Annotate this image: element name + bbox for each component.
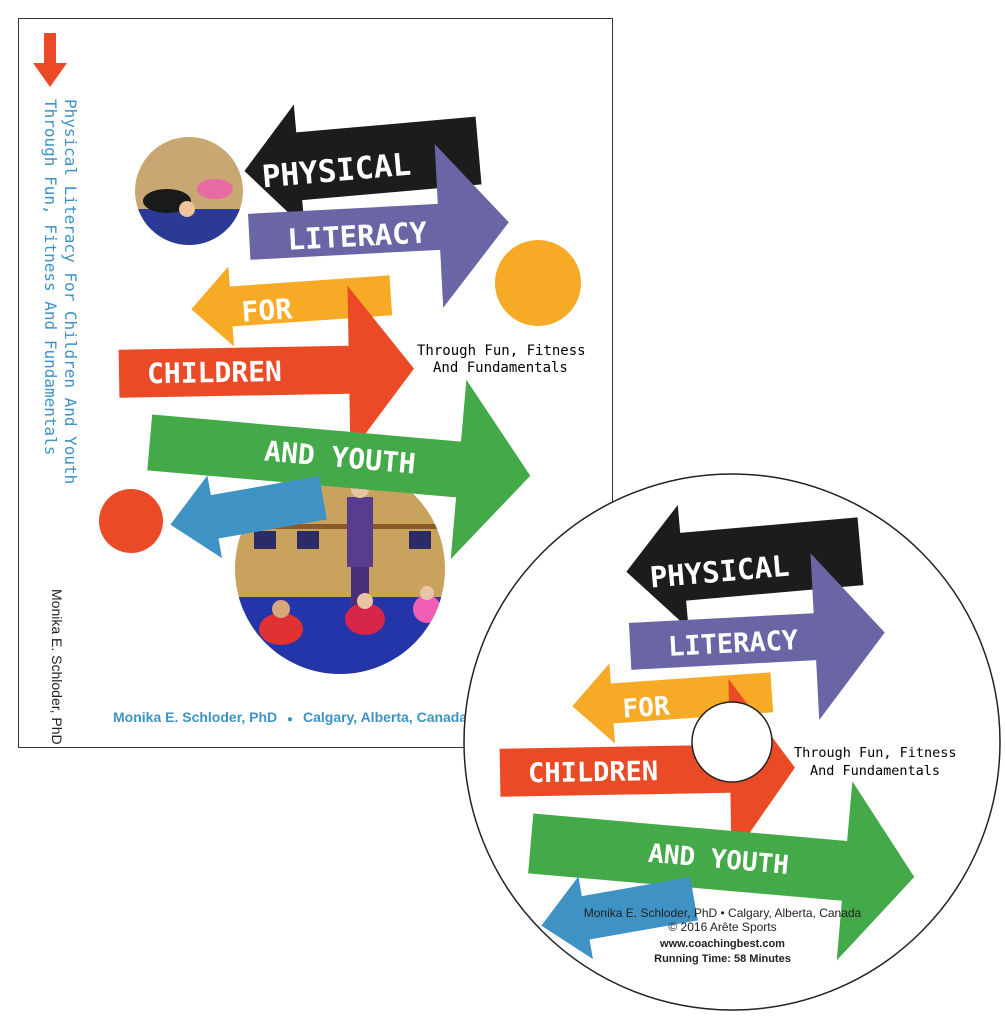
disc-subtitle-line2: And Fundamentals (810, 763, 940, 779)
arrow-and-youth (147, 379, 531, 560)
byline-author: Monika E. Schloder, PhD (113, 709, 278, 725)
disc-arrow-children (499, 678, 795, 859)
disc-copyright: © 2016 Arête Sports (668, 920, 777, 934)
disc-arrow-for (572, 663, 774, 744)
dvd-cover: Physical Literacy For Children And Youth… (18, 18, 613, 748)
arrow-label-children: CHILDREN (147, 355, 282, 390)
disc-arrow-and-youth (528, 781, 915, 961)
down-arrow-icon (33, 33, 67, 87)
cover-subtitle-line2: And Fundamentals (433, 360, 568, 376)
spine-author: Monika E. Schloder, PhD (49, 589, 65, 745)
spine-title-line2: Through Fun, Fitness And Fundamentals (41, 99, 60, 456)
disc-subtitle-line1: Through Fun, Fitness (794, 745, 957, 761)
disc-arrow-blue-left (541, 876, 698, 960)
photo-children-stretching (135, 137, 243, 245)
arrow-label-literacy: LITERACY (287, 215, 429, 256)
arrow-label-for: FOR (240, 292, 293, 328)
disc-arrow-label-for: FOR (622, 691, 671, 724)
arrow-children (118, 285, 414, 454)
byline-location: Calgary, Alberta, Canada (302, 709, 468, 725)
disc-arrow-label-literacy: LITERACY (667, 625, 799, 663)
arrow-physical (244, 104, 482, 228)
bullet-separator: ● (287, 714, 294, 725)
dvd-disc: PHYSICAL LITERACY FOR CHILDREN Through F… (463, 473, 1001, 1011)
spine-title-line1: Physical Literacy For Children And Youth (61, 99, 80, 485)
disc-credit-line: Monika E. Schloder, PhD • Calgary, Alber… (583, 906, 862, 920)
arrow-literacy (248, 143, 509, 308)
disc-center-hole (691, 701, 773, 783)
arrow-for (191, 266, 393, 347)
arrow-blue-left (170, 475, 327, 559)
cover-subtitle-line1: Through Fun, Fitness (417, 343, 586, 359)
cover-byline: Monika E. Schloder, PhD ● Calgary, Alber… (113, 709, 483, 725)
red-dot (99, 489, 163, 553)
disc-website: www.coachingbest.com (660, 938, 785, 950)
yellow-dot (495, 240, 581, 326)
cover-artwork: PHYSICAL LITERACY FOR CHILDREN Through F… (99, 104, 586, 674)
disc-arrow-literacy (628, 553, 885, 721)
disc-arrow-physical (626, 504, 864, 629)
disc-running-time: Running Time: 58 Minutes (654, 953, 791, 965)
disc-arrow-label-children: CHILDREN (528, 756, 659, 789)
